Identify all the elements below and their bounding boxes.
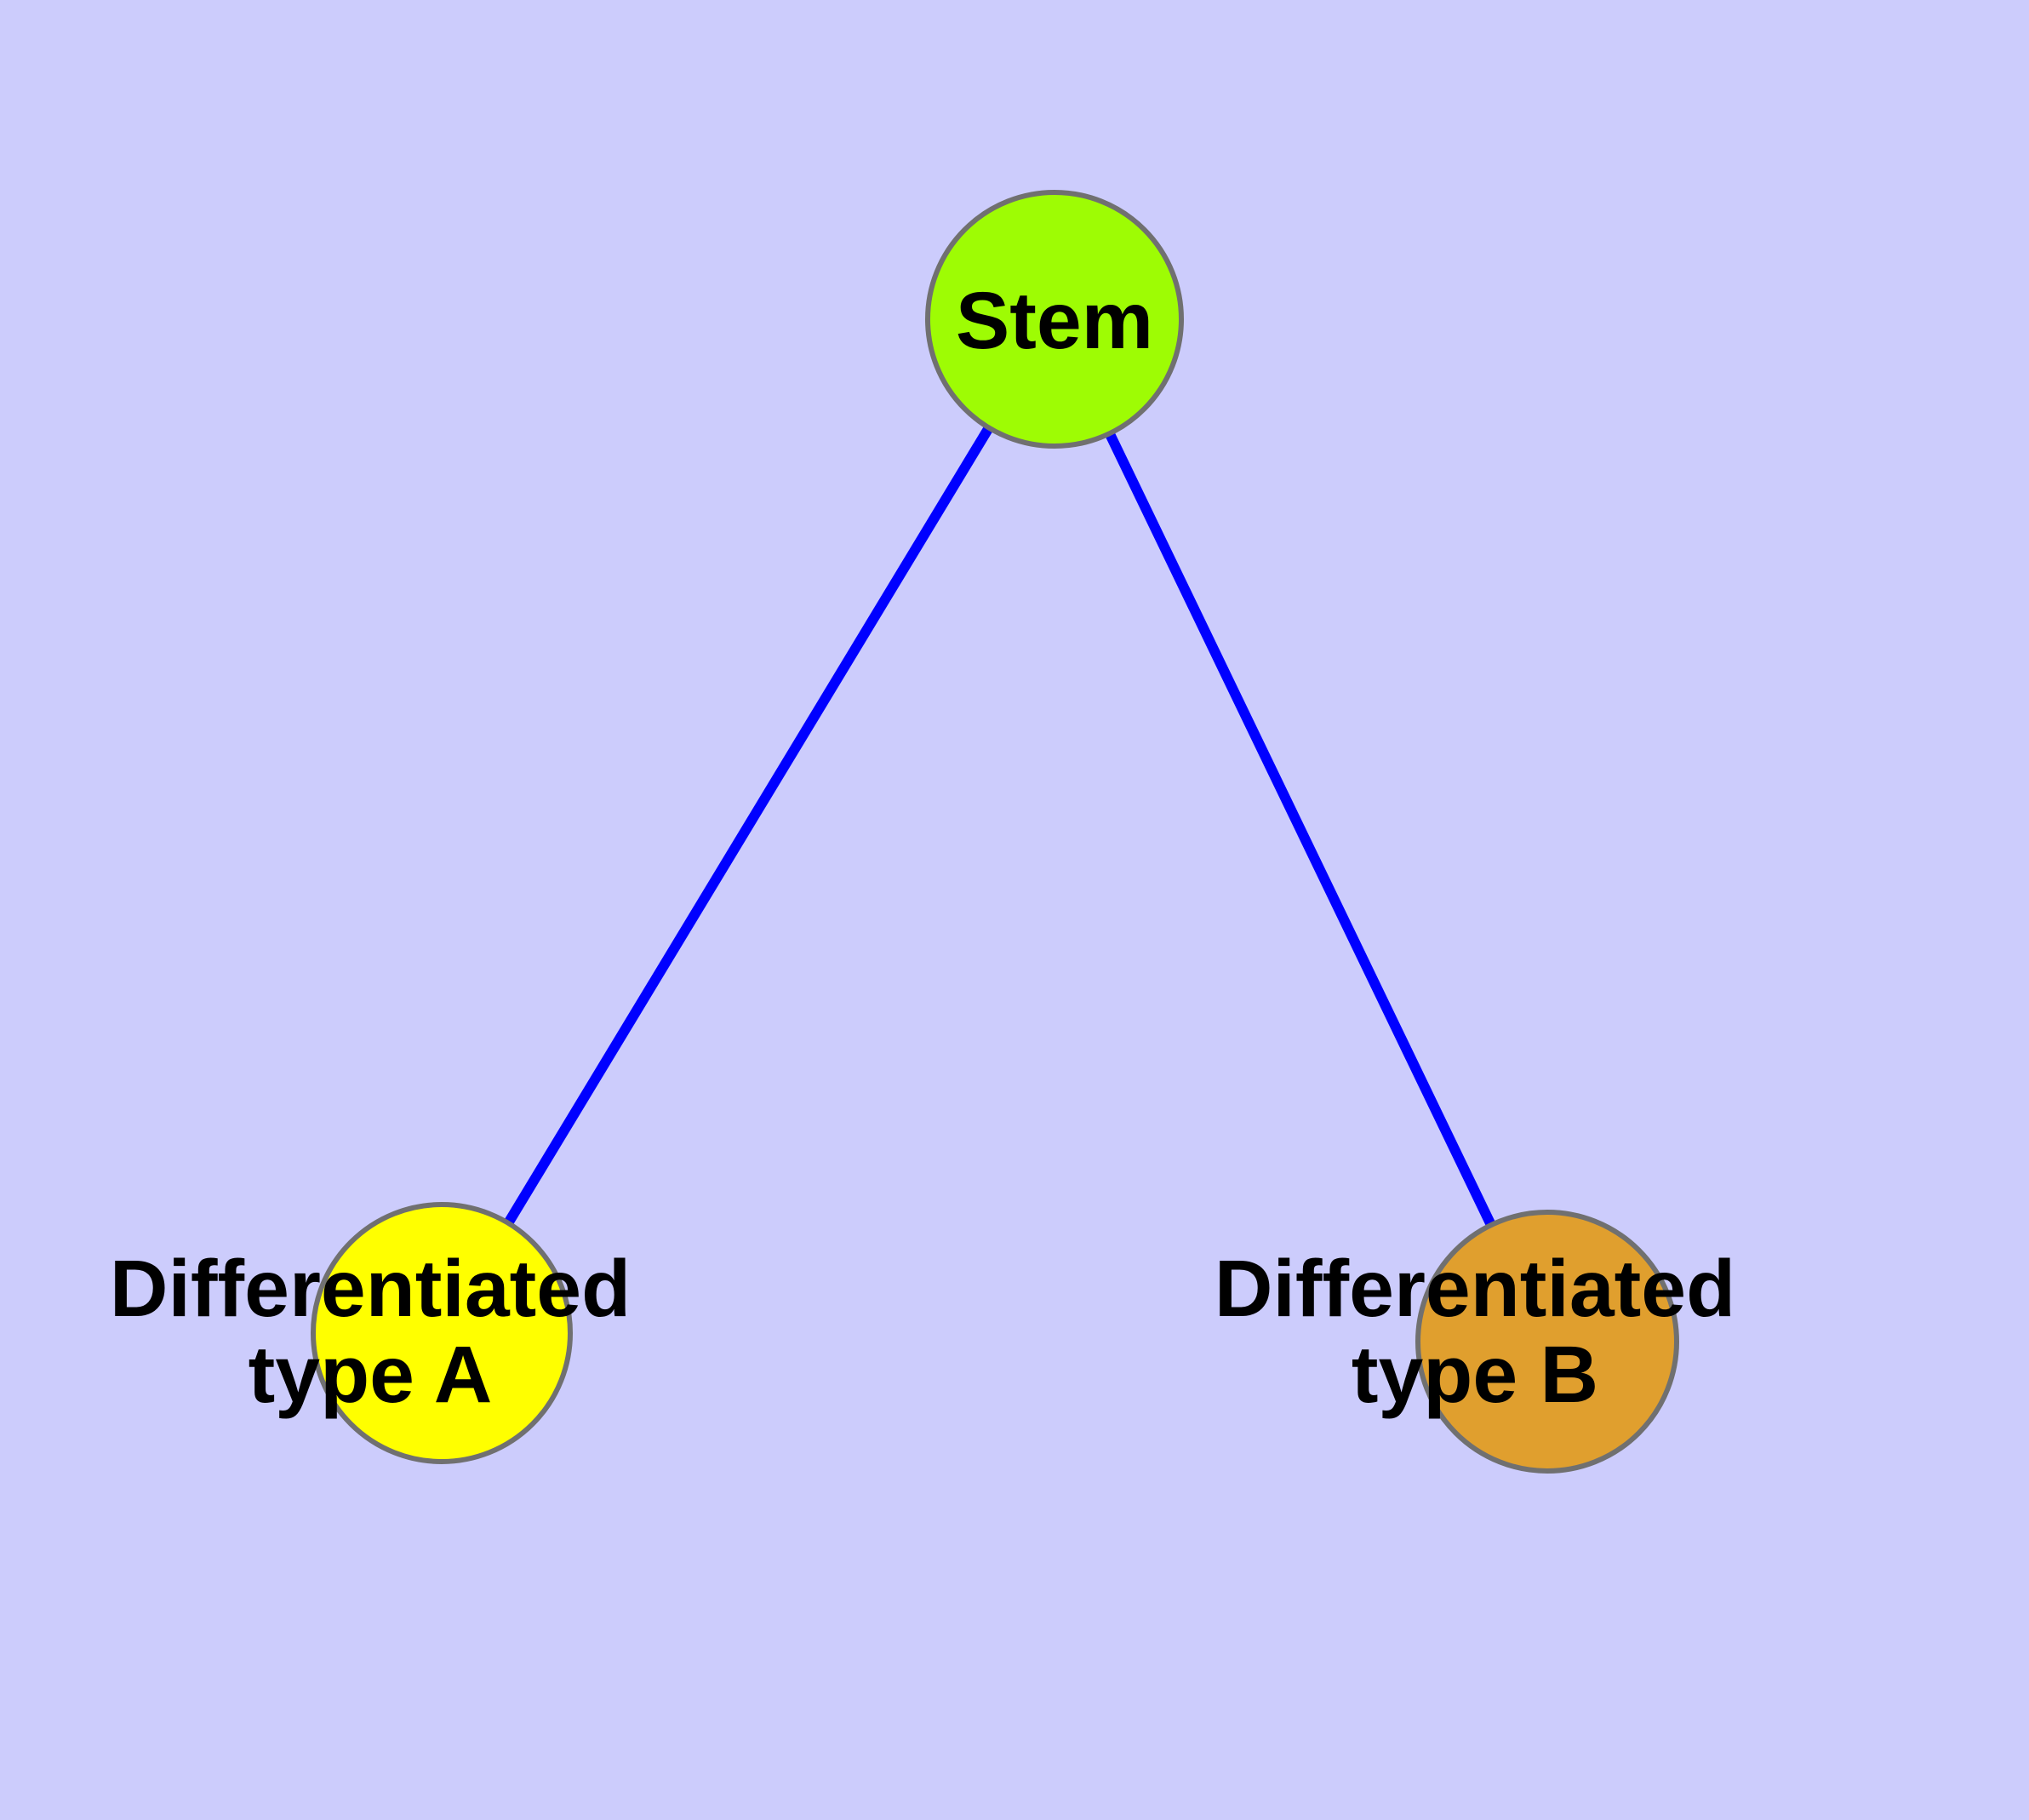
node-diff-b[interactable] xyxy=(1415,1210,1679,1474)
node-label-line: Differentiated xyxy=(110,1244,631,1334)
node-label-line: Differentiated xyxy=(1215,1244,1735,1334)
edges-layer xyxy=(437,316,1552,1344)
node-label-stem: Stem xyxy=(956,276,1153,366)
edge-stem-to-b[interactable] xyxy=(1049,317,1552,1344)
node-label-line: type A xyxy=(249,1330,493,1420)
edge-stem-to-a[interactable] xyxy=(437,316,1060,1336)
node-label-line: type B xyxy=(1352,1330,1598,1420)
node-stem[interactable] xyxy=(925,190,1184,449)
nodes-layer xyxy=(311,190,1679,1474)
node-label-line: Stem xyxy=(956,276,1153,366)
node-diff-a[interactable] xyxy=(311,1202,573,1464)
